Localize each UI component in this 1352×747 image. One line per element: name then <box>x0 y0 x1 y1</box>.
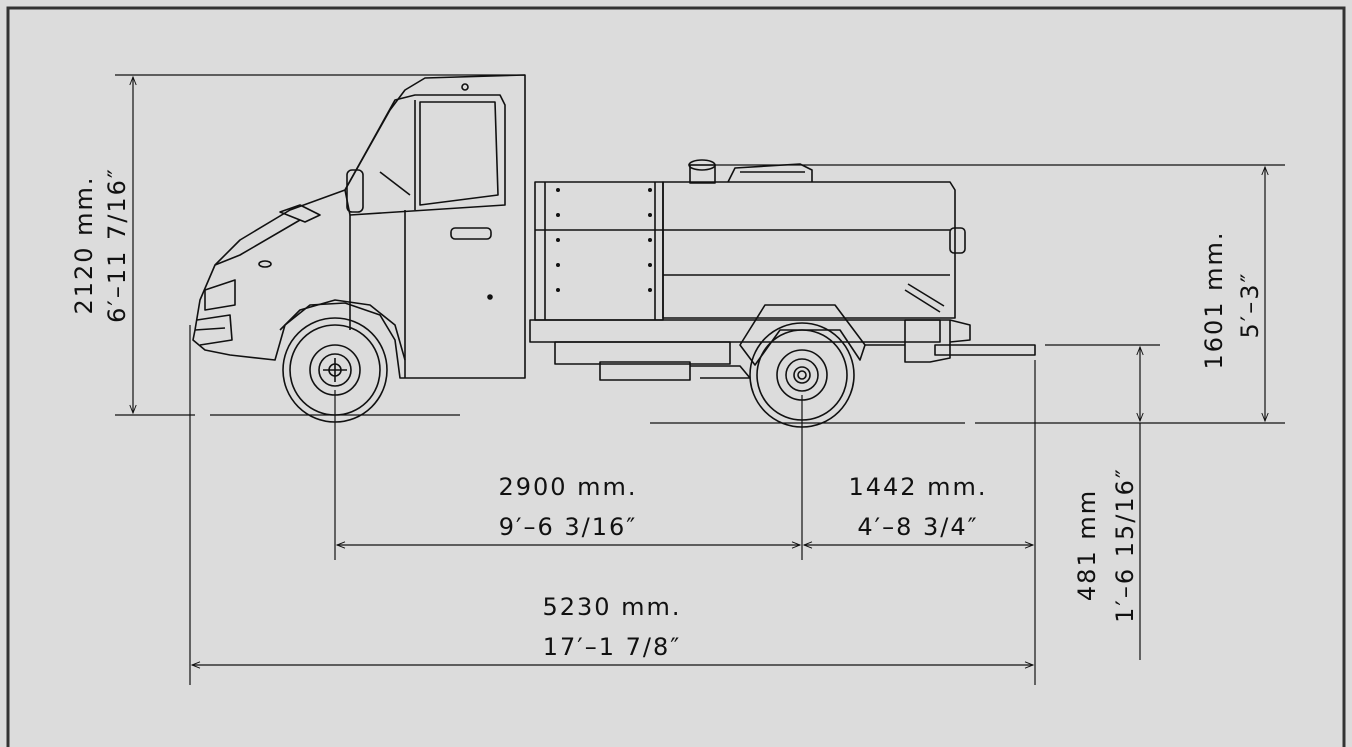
rear-overhang-metric: 1442 mm. <box>848 473 987 501</box>
overall-height-imperial: 6′–11 7/16″ <box>103 167 131 323</box>
overall-height-metric: 2120 mm. <box>70 175 98 314</box>
rear-arch-bumper <box>739 304 1036 366</box>
truck-cab <box>192 74 526 379</box>
truck-chassis <box>529 319 941 381</box>
rear-height-imperial: 1′–6 15/16″ <box>1111 467 1139 623</box>
wheelbase-imperial: 9′–6 3/16″ <box>499 513 637 541</box>
rear-height-metric: 481 mm <box>1073 489 1101 601</box>
overall-length-metric: 5230 mm. <box>542 593 681 621</box>
tank-body <box>534 159 966 321</box>
tank-height-imperial: 5′–3″ <box>1236 272 1264 339</box>
truck-side-view <box>192 74 1036 428</box>
drawing-border <box>6 6 1346 747</box>
wheelbase-metric: 2900 mm. <box>498 473 637 501</box>
dimension-lines <box>115 74 1285 685</box>
rear-overhang-imperial: 4′–8 3/4″ <box>857 513 978 541</box>
tank-height-metric: 1601 mm. <box>1200 230 1228 369</box>
overall-length-imperial: 17′–1 7/8″ <box>543 633 681 661</box>
